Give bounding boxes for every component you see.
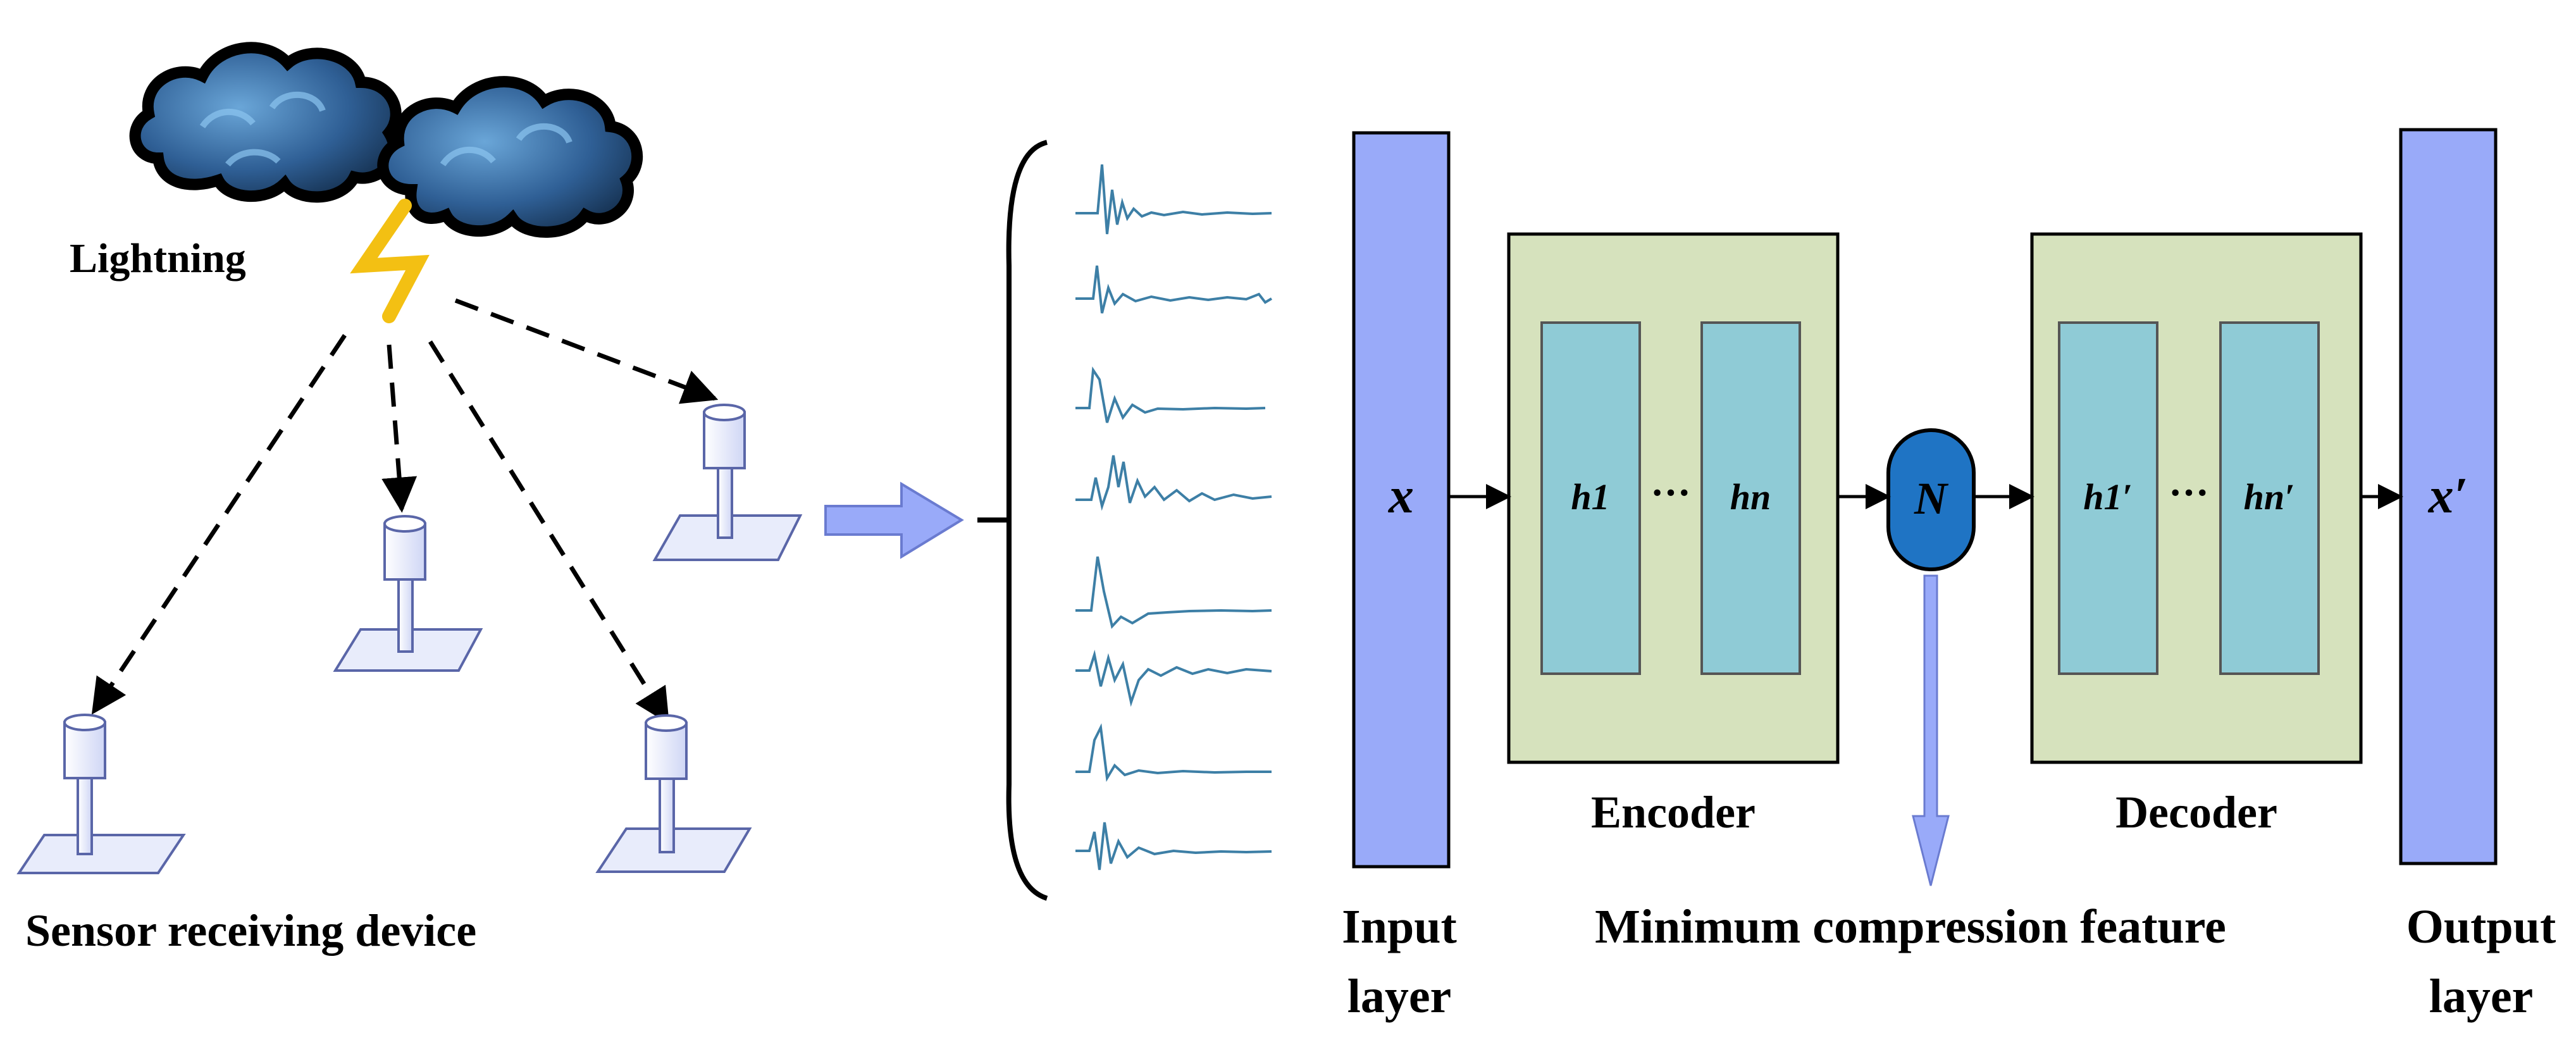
sensor-device-2-icon bbox=[333, 515, 483, 672]
sensor-device-3-icon bbox=[652, 404, 803, 561]
decoder-label: Decoder bbox=[2115, 787, 2277, 838]
waveform-6 bbox=[1075, 650, 1272, 707]
output-layer-label-line1: Output bbox=[2406, 900, 2556, 953]
decoder-h1-label: h1′ bbox=[2083, 476, 2133, 517]
output-symbol: x′ bbox=[2428, 468, 2468, 524]
sensor-label: Sensor receiving device bbox=[25, 905, 476, 956]
decoder-dots: ··· bbox=[2169, 470, 2209, 515]
output-layer-label-line2: layer bbox=[2429, 970, 2534, 1023]
bottleneck-symbol: N bbox=[1914, 473, 1949, 524]
waveform-group bbox=[1075, 164, 1273, 870]
encoder-dots: ··· bbox=[1650, 470, 1691, 515]
ray-to-sensor-1 bbox=[91, 334, 347, 715]
decoder-neuron-hn bbox=[2219, 321, 2320, 675]
input-symbol: x bbox=[1388, 468, 1414, 524]
waveform-2 bbox=[1075, 265, 1273, 314]
waveform-bracket bbox=[977, 140, 1048, 901]
output-layer-bar bbox=[2399, 128, 2498, 865]
waveform-5 bbox=[1075, 556, 1272, 629]
encoder-hn-label: hn bbox=[1730, 476, 1771, 517]
waveform-7 bbox=[1075, 723, 1272, 782]
flow-arrow-icon bbox=[824, 481, 964, 559]
waveform-4 bbox=[1075, 455, 1272, 511]
ray-to-sensor-4 bbox=[454, 298, 719, 404]
decoder-hn-label: hn′ bbox=[2244, 476, 2295, 517]
input-layer-label-line2: layer bbox=[1347, 970, 1452, 1023]
feature-output-arrow-icon bbox=[1912, 574, 1950, 886]
waveform-8 bbox=[1075, 822, 1272, 870]
storm-cloud-left-icon bbox=[129, 42, 402, 203]
waveform-1 bbox=[1075, 164, 1272, 235]
sensor-device-1-icon bbox=[16, 714, 186, 874]
input-layer-bar bbox=[1352, 131, 1451, 869]
encoder-neuron-hn bbox=[1700, 321, 1801, 675]
encoder-neuron-h1 bbox=[1540, 321, 1641, 675]
input-layer-label-line1: Input bbox=[1342, 900, 1457, 953]
waveform-3 bbox=[1075, 366, 1266, 423]
lightning-rays bbox=[91, 298, 719, 724]
feature-label: Minimum compression feature bbox=[1595, 900, 2226, 953]
storm-cloud-right-icon bbox=[377, 76, 643, 238]
lightning-bolt-icon bbox=[350, 199, 430, 323]
encoder-h1-label: h1 bbox=[1571, 476, 1609, 517]
decoder-neuron-h1 bbox=[2058, 321, 2158, 675]
encoder-label: Encoder bbox=[1591, 787, 1756, 838]
ray-to-sensor-2 bbox=[381, 344, 418, 513]
lightning-label: Lightning bbox=[70, 235, 246, 282]
sensor-device-4-icon bbox=[595, 714, 752, 873]
ray-to-sensor-3 bbox=[428, 340, 669, 724]
